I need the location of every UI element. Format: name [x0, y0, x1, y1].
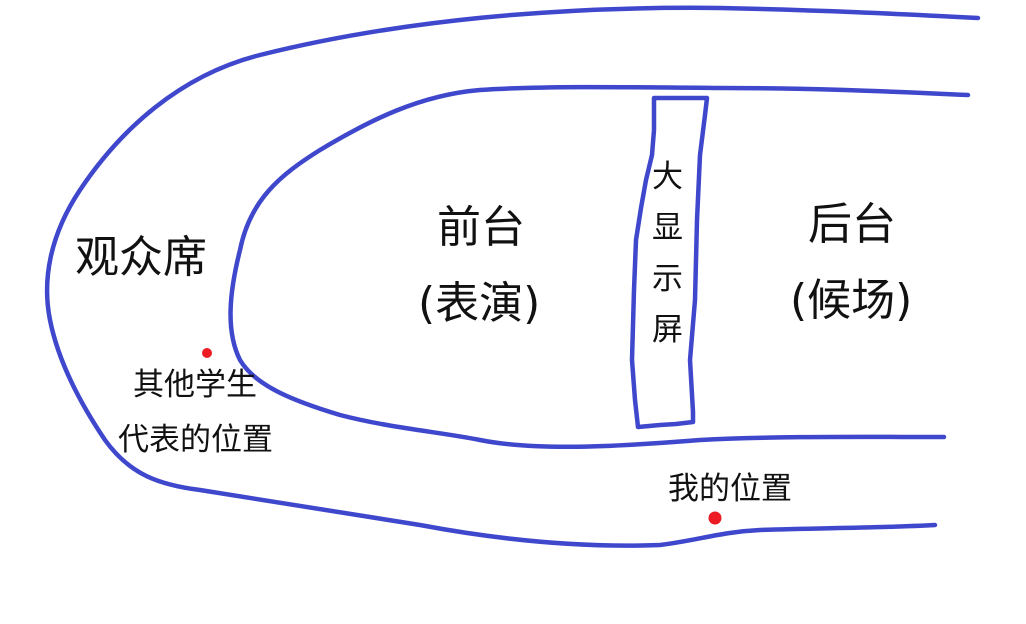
other-students-label-line1: 其他学生	[133, 367, 257, 403]
big-screen-outline	[629, 95, 710, 430]
other-students-label-line2: 代表的位置	[118, 422, 273, 458]
audience-label: 观众席	[75, 232, 207, 283]
front-stage-subtitle: (表演)	[418, 278, 541, 329]
back-stage-subtitle: (候场)	[790, 275, 913, 326]
my-position-marker	[708, 511, 722, 525]
back-stage-title: 后台	[808, 199, 896, 250]
big-screen-char: 显	[652, 210, 683, 246]
other-students-marker	[202, 348, 212, 358]
big-screen-char: 示	[652, 261, 683, 297]
outer-boundary-line	[44, 5, 981, 548]
stage-boundary-line	[228, 84, 971, 450]
big-screen-label: 大 显 示 屏	[652, 162, 683, 346]
big-screen-char: 大	[652, 159, 683, 195]
my-position-label: 我的位置	[668, 471, 792, 507]
big-screen-char: 屏	[652, 312, 683, 348]
front-stage-title: 前台	[437, 202, 525, 253]
